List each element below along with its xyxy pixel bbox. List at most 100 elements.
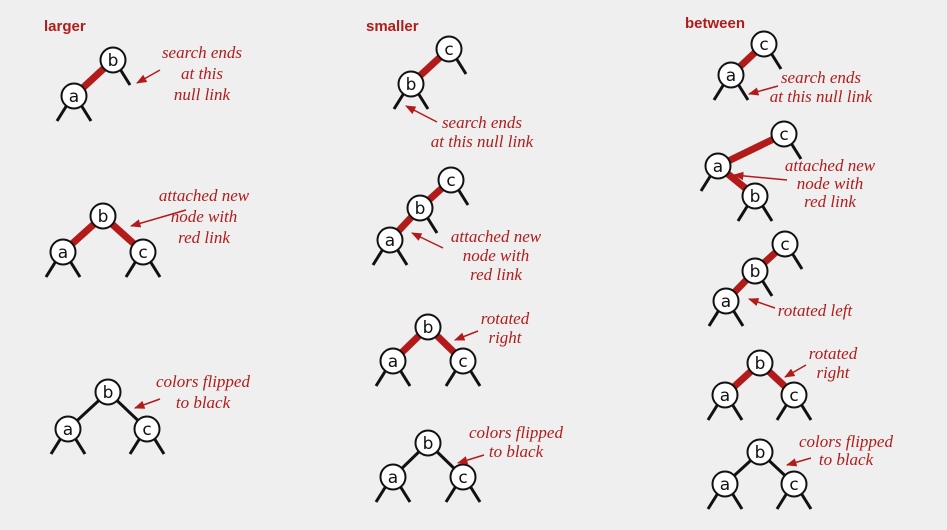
tree-node: c bbox=[750, 30, 778, 58]
caption-line: at this null link bbox=[770, 87, 873, 106]
node-circle bbox=[49, 238, 77, 266]
annotation-arrow bbox=[411, 232, 444, 249]
null-link bbox=[712, 83, 726, 101]
null-link bbox=[124, 260, 138, 278]
annotation-arrow bbox=[134, 398, 161, 409]
caption-line: to black bbox=[176, 393, 231, 412]
node-circle bbox=[741, 257, 769, 285]
panel-title: between bbox=[685, 15, 745, 32]
node-circle bbox=[770, 120, 798, 148]
annotation-arrow bbox=[784, 364, 807, 378]
null-link bbox=[468, 369, 482, 387]
null-link bbox=[736, 204, 750, 222]
tree-node: c bbox=[129, 238, 157, 266]
caption-line: right bbox=[816, 363, 850, 382]
node-circle bbox=[133, 415, 161, 443]
null-link bbox=[769, 52, 783, 70]
node-label: a bbox=[385, 231, 395, 251]
caption-line: rotated bbox=[809, 344, 858, 363]
null-link bbox=[760, 204, 774, 222]
node-label: c bbox=[458, 352, 467, 372]
node-circle bbox=[746, 438, 774, 466]
null-link bbox=[775, 403, 789, 421]
null-link bbox=[68, 260, 82, 278]
null-link bbox=[799, 403, 813, 421]
null-link bbox=[799, 492, 813, 510]
node-label: c bbox=[458, 468, 467, 488]
node-label: b bbox=[750, 187, 761, 207]
node-label: b bbox=[755, 354, 766, 374]
annotation-arrow bbox=[136, 69, 161, 84]
annotation-arrow bbox=[405, 105, 438, 123]
null-link bbox=[706, 403, 720, 421]
node-circle bbox=[60, 82, 88, 110]
tree-node: b bbox=[89, 202, 117, 230]
caption-line: attached new bbox=[785, 156, 876, 175]
tree-node: b bbox=[741, 182, 769, 210]
caption-line: null link bbox=[174, 85, 231, 104]
null-link bbox=[731, 309, 745, 327]
node-circle bbox=[771, 230, 799, 258]
null-link bbox=[395, 248, 409, 266]
node-circle bbox=[435, 35, 463, 63]
null-link bbox=[73, 437, 87, 455]
node-label: b bbox=[750, 262, 761, 282]
tree-node: c bbox=[133, 415, 161, 443]
tree-node: a bbox=[60, 82, 88, 110]
null-link bbox=[456, 188, 470, 206]
caption-line: node with bbox=[171, 207, 238, 226]
null-link bbox=[374, 485, 388, 503]
node-label: c bbox=[779, 125, 788, 145]
node-label: b bbox=[415, 199, 426, 219]
node-circle bbox=[89, 202, 117, 230]
tree-node: b bbox=[741, 257, 769, 285]
node-circle bbox=[711, 381, 739, 409]
null-link bbox=[790, 252, 804, 270]
annotation-arrow bbox=[732, 171, 788, 181]
node-circle bbox=[397, 70, 425, 98]
tree-node: b bbox=[746, 438, 774, 466]
null-link bbox=[152, 437, 166, 455]
caption-line: red link bbox=[804, 192, 856, 211]
node-label: b bbox=[423, 318, 434, 338]
null-link bbox=[371, 248, 385, 266]
null-link bbox=[55, 104, 69, 122]
null-link bbox=[374, 369, 388, 387]
caption-line: node with bbox=[797, 174, 864, 193]
node-circle bbox=[449, 347, 477, 375]
tree-node: c bbox=[437, 166, 465, 194]
node-label: c bbox=[789, 386, 798, 406]
tree-node: b bbox=[414, 313, 442, 341]
caption-line: search ends bbox=[442, 113, 522, 132]
panel-title: larger bbox=[44, 18, 86, 35]
node-label: a bbox=[388, 468, 398, 488]
node-circle bbox=[780, 470, 808, 498]
node-circle bbox=[376, 226, 404, 254]
caption-line: colors flipped bbox=[799, 432, 893, 451]
null-link bbox=[444, 369, 458, 387]
null-link bbox=[706, 492, 720, 510]
annotation-arrow bbox=[129, 209, 187, 228]
tree-node: b bbox=[94, 378, 122, 406]
tree-node: a bbox=[379, 463, 407, 491]
node-label: a bbox=[720, 386, 730, 406]
tree-node: a bbox=[717, 61, 745, 89]
tree-node: a bbox=[704, 152, 732, 180]
null-link bbox=[398, 369, 412, 387]
node-label: c bbox=[142, 420, 151, 440]
tree-node: a bbox=[712, 287, 740, 315]
node-circle bbox=[449, 463, 477, 491]
null-link bbox=[789, 142, 803, 160]
caption-line: red link bbox=[178, 228, 230, 247]
node-label: c bbox=[759, 35, 768, 55]
caption-line: at this bbox=[181, 64, 223, 83]
tree-node: c bbox=[449, 463, 477, 491]
